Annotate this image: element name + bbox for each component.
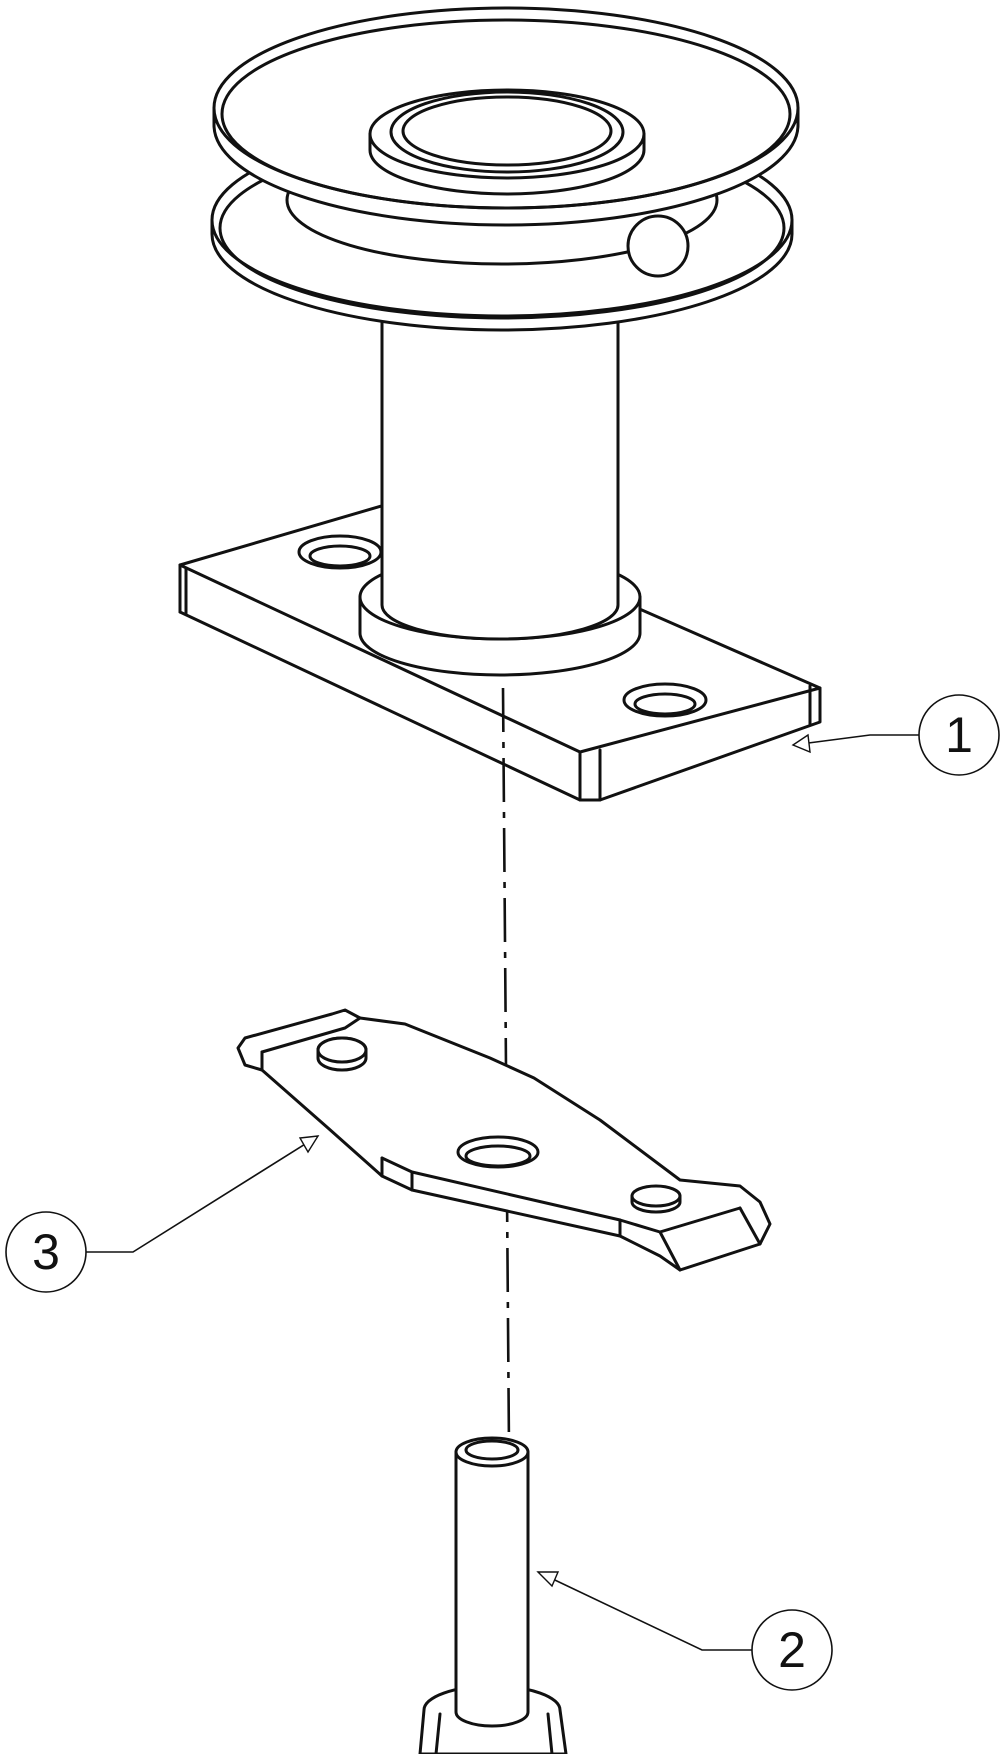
callout-circle-2 <box>751 1609 833 1691</box>
callout-label-2: 2 <box>778 1622 806 1678</box>
callout-label-1: 1 <box>945 707 973 763</box>
belt-keeper-pin <box>626 214 690 278</box>
pulley-hub-bearing <box>368 88 646 196</box>
part-3-blade-adapter <box>236 1008 772 1272</box>
callout-2: 2 <box>536 1571 833 1691</box>
part-2-bolt <box>418 1436 568 1754</box>
spindle-tube <box>380 316 620 641</box>
callout-circle-3 <box>5 1211 87 1293</box>
callout-1: 1 <box>791 694 1000 776</box>
part-1-pulley-housing <box>178 6 822 802</box>
callout-label-3: 3 <box>32 1224 60 1280</box>
callout-3: 3 <box>5 1135 320 1293</box>
callout-circle-1 <box>918 694 1000 776</box>
